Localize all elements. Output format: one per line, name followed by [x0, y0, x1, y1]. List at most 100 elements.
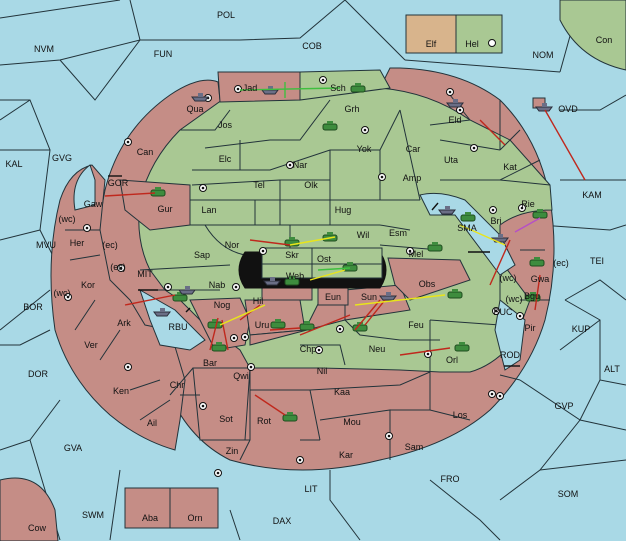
territory-label-kat: Kat	[503, 162, 517, 172]
sea-gor	[73, 164, 96, 211]
sea-label-dax: DAX	[273, 516, 292, 526]
sea-label-kal: KAL	[5, 159, 22, 169]
army-icon[interactable]	[460, 214, 476, 222]
territory-label-chr: Chr	[170, 380, 185, 390]
territory-label-eun: Eun	[325, 292, 341, 302]
territory-label-eld: Eld	[448, 115, 461, 125]
territory-label-nog: Nog	[214, 300, 231, 310]
supply-centers	[64, 39, 526, 477]
territory-label-olk: Olk	[304, 180, 318, 190]
sea-label-dor: DOR	[28, 369, 49, 379]
arrow-red	[364, 299, 386, 326]
sea-label-gvg: GVG	[52, 153, 72, 163]
army-icon[interactable]	[211, 344, 227, 352]
army-icon[interactable]	[207, 321, 223, 329]
sea-label-aba: Aba	[142, 513, 158, 523]
territory-label-wc3: (wc)	[500, 273, 517, 283]
sea-label-rbu: RBU	[168, 322, 187, 332]
territory-label-wc2: (wc)	[54, 288, 71, 298]
fleet-mast-icon	[453, 99, 458, 103]
territory-jad[interactable]	[217, 71, 301, 103]
fleet-mast-icon	[160, 308, 165, 312]
army-icon[interactable]	[270, 321, 286, 329]
territory-orn[interactable]	[169, 487, 219, 529]
army-turret-icon	[327, 232, 333, 235]
supply-center-dot	[66, 295, 70, 299]
army-turret-icon	[289, 237, 295, 240]
arrow-red	[254, 394, 286, 416]
supply-center-dot	[166, 285, 170, 289]
fleet-icon[interactable]	[535, 106, 553, 112]
territory-label-sch: Sch	[330, 83, 346, 93]
army-turret-icon	[537, 209, 543, 212]
territory-label-kaa: Kaa	[334, 387, 350, 397]
supply-center-dot	[236, 87, 240, 91]
territory-gur[interactable]	[119, 179, 191, 231]
army-turret-icon	[465, 212, 471, 215]
center-field	[261, 247, 383, 279]
supply-center-dot	[458, 108, 462, 112]
army-icon[interactable]	[322, 123, 338, 131]
army-icon[interactable]	[352, 324, 368, 332]
fleet-mast-icon	[542, 103, 547, 107]
supply-center-dot	[380, 175, 384, 179]
supply-center-dot	[338, 327, 342, 331]
territory-con[interactable]	[559, 0, 626, 71]
territory-label-amp: Amp	[403, 173, 422, 183]
army-icon[interactable]	[299, 323, 315, 331]
territory-label-skr: Skr	[285, 250, 299, 260]
army-icon[interactable]	[282, 414, 298, 422]
army-icon[interactable]	[427, 244, 443, 252]
supply-center-dot	[518, 314, 522, 318]
fleet-mast-icon	[198, 93, 203, 97]
territory-obs[interactable]	[387, 257, 471, 301]
army-turret-icon	[304, 321, 310, 324]
supply-center-dot	[426, 352, 430, 356]
fleet-icon[interactable]	[191, 96, 209, 102]
legend-elf-label: Elf	[426, 39, 437, 49]
army-turret-icon	[216, 342, 222, 345]
territory-label-esm: Esm	[389, 228, 407, 238]
sea-label-gor: GOR	[108, 178, 129, 188]
arrow-red	[221, 319, 229, 351]
arrow-yellow	[289, 236, 336, 246]
army-icon[interactable]	[454, 344, 470, 352]
territory-label-nar: Nar	[293, 160, 308, 170]
sea-label-mit: MIT	[137, 269, 153, 279]
supply-center-dot	[408, 249, 412, 253]
army-icon[interactable]	[529, 259, 545, 267]
fleet-icon[interactable]	[263, 280, 281, 286]
army-turret-icon	[459, 342, 465, 345]
legend-hel-swatch	[455, 14, 503, 54]
army-icon[interactable]	[350, 85, 366, 93]
supply-center-dot	[387, 434, 391, 438]
supply-center-dot	[448, 90, 452, 94]
army-turret-icon	[452, 289, 458, 292]
sea-label-rod: ROD	[500, 350, 521, 360]
fleet-icon[interactable]	[153, 311, 171, 317]
territory-label-qua: Qua	[186, 104, 203, 114]
sea-label-orn: Orn	[187, 513, 202, 523]
arrow-yellow	[309, 269, 346, 281]
fleet-icon[interactable]	[178, 289, 196, 295]
supply-center-dot	[321, 78, 325, 82]
arrow-yellow	[219, 304, 266, 326]
army-turret-icon	[534, 257, 540, 260]
territory-aba[interactable]	[124, 487, 171, 529]
fleet-icon[interactable]	[446, 102, 464, 108]
fleet-icon[interactable]	[261, 89, 279, 95]
army-turret-icon	[530, 292, 536, 295]
territory-cow[interactable]	[0, 477, 59, 541]
arrow-green	[239, 87, 341, 91]
army-icon[interactable]	[532, 211, 548, 219]
army-icon[interactable]	[172, 294, 188, 302]
territory-label-obs: Obs	[419, 279, 436, 289]
fleet-icon[interactable]	[379, 295, 397, 301]
territory-label-nor: Nor	[225, 240, 240, 250]
army-icon[interactable]	[447, 291, 463, 299]
fleet-icon[interactable]	[438, 209, 456, 215]
arrow-red	[124, 294, 176, 306]
territory-label-los: Los	[453, 410, 468, 420]
